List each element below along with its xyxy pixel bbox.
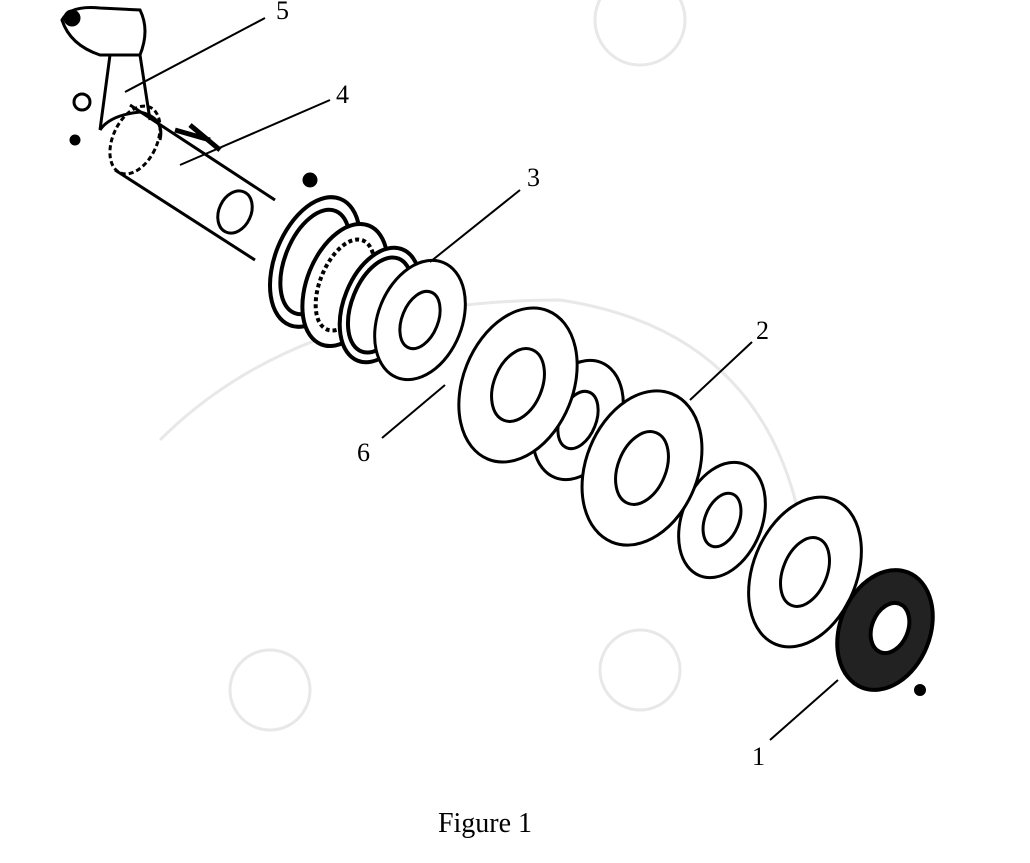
leader-line-1 (769, 679, 839, 741)
leader-line-2 (689, 341, 753, 401)
leader-line-4 (179, 99, 331, 166)
callout-label-1: 1 (752, 742, 765, 771)
callout-label-6: 6 (357, 438, 370, 467)
callout-label-5: 5 (276, 0, 289, 25)
callout-label-4: 4 (336, 80, 349, 109)
flex-plate-1 (457, 306, 579, 464)
callout-label-3: 3 (527, 163, 540, 192)
leader-line-5 (124, 17, 266, 93)
roller-ring-1 (373, 258, 467, 382)
leader-lines (124, 17, 839, 741)
end-cap-part (835, 568, 935, 696)
background-watermark (158, 0, 802, 732)
leader-line-6 (381, 384, 446, 439)
shaft-part (69, 103, 318, 262)
pipe-bracket-part (60, 6, 163, 141)
callout-label-2: 2 (756, 316, 769, 345)
flex-plate-3 (747, 495, 863, 649)
leader-line-3 (429, 189, 521, 263)
flex-plate-2 (580, 389, 704, 547)
figure-caption: Figure 1 (437, 808, 533, 839)
